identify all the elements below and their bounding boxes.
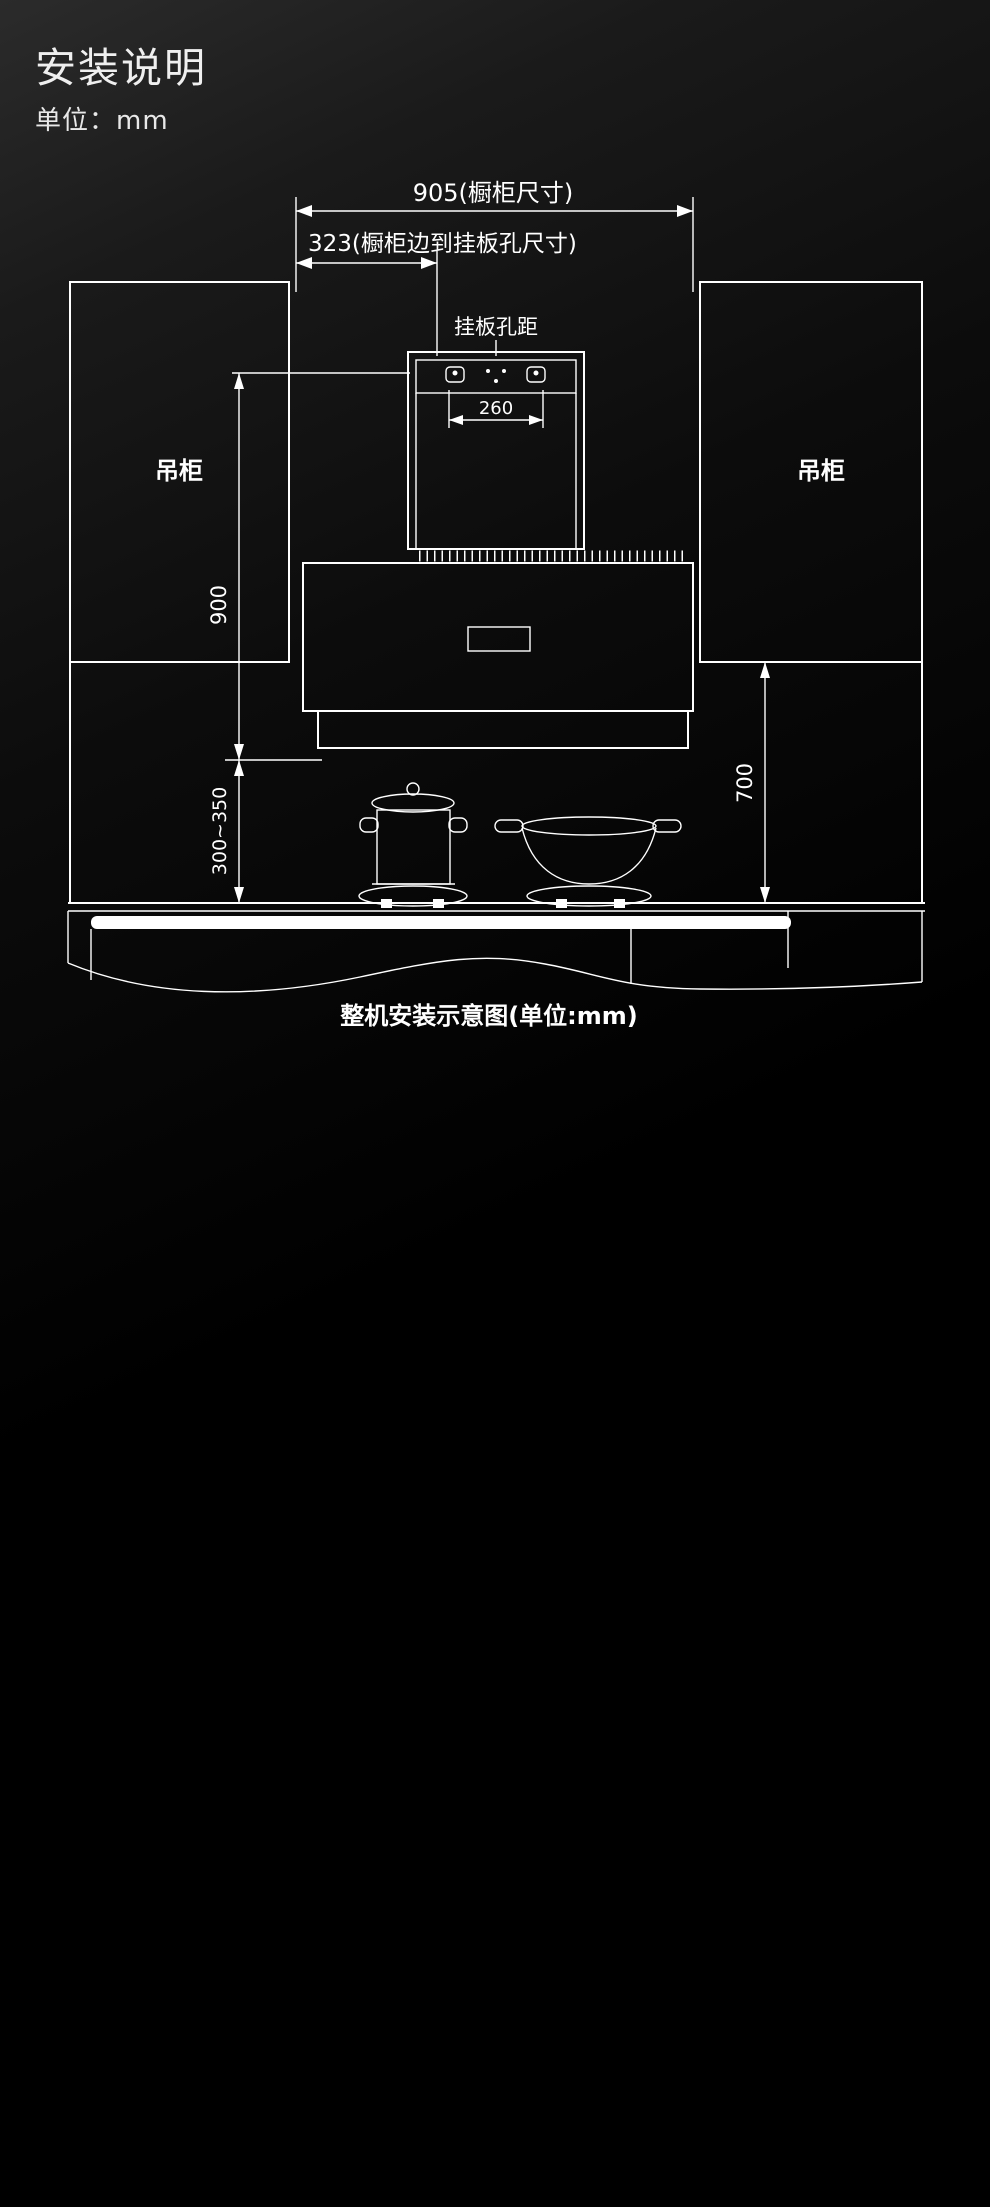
dim-cabinet-width-group: 905(橱柜尺寸) [295,179,694,292]
countertop [68,902,925,929]
unit-label: 单位：mm [35,106,169,136]
dim-edge-to-hole-group: 323(橱柜边到挂板孔尺寸) [296,231,577,356]
hanging-hole-right [526,366,546,383]
arrow-up-icon [234,373,244,389]
arrow-up-icon [234,760,244,776]
right-cabinet-label: 吊柜 [797,457,845,485]
pot-handle-right [448,817,468,833]
chimney [407,351,686,562]
plate-dot [494,379,498,383]
hood-bottom-panel [317,710,689,749]
arrow-left-icon [296,205,312,217]
hood-display [467,626,531,652]
break-line [67,911,923,993]
dim-hole-spacing-text: 260 [479,398,513,419]
page-title: 安装说明 [35,44,207,92]
installation-diagram: 905(橱柜尺寸) 323(橱柜边到挂板孔尺寸) 挂板孔距 吊柜 [67,179,925,1030]
arrow-down-icon [234,887,244,903]
burner-right [526,885,652,907]
dim-height-900-group: 900 [207,372,410,761]
right-cabinet: 吊柜 [699,281,923,903]
diagram-caption: 整机安装示意图(单位:mm) [340,1002,638,1030]
dim-height-900-text: 900 [207,585,231,625]
dim-edge-to-hole-text: 323(橱柜边到挂板孔尺寸) [308,231,577,257]
arrow-right-icon [421,257,437,269]
counter-front-edge [91,916,791,929]
arrow-down-icon [760,887,770,903]
dim-hole-spacing-group: 260 [448,390,544,428]
left-cabinet: 吊柜 [69,281,290,903]
hanging-hole-left [445,366,465,383]
wok-handle-left [494,819,524,833]
hood-body [302,562,694,749]
arrow-right-icon [677,205,693,217]
dim-clearance-group: 300~350 [209,760,244,903]
arrow-right-icon [529,415,543,425]
hanging-plate-label-text: 挂板孔距 [454,315,538,339]
arrow-left-icon [296,257,312,269]
pot [358,782,468,908]
burner-left [358,885,468,907]
wok-handle-right [652,819,682,833]
wok [494,816,682,908]
hanging-plate [415,359,577,394]
left-cabinet-label: 吊柜 [155,457,203,485]
arrow-down-icon [234,744,244,760]
dim-height-700-text: 700 [733,763,757,803]
dim-clearance-text: 300~350 [209,787,231,875]
arrow-up-icon [760,662,770,678]
arrow-left-icon [449,415,463,425]
dim-height-700-group: 700 [702,661,782,903]
dim-cabinet-width-text: 905(橱柜尺寸) [413,179,574,207]
hanging-plate-label-group: 挂板孔距 [454,315,538,356]
pot-handle-left [359,817,379,833]
plate-dot [486,369,490,373]
plate-dot [502,369,506,373]
